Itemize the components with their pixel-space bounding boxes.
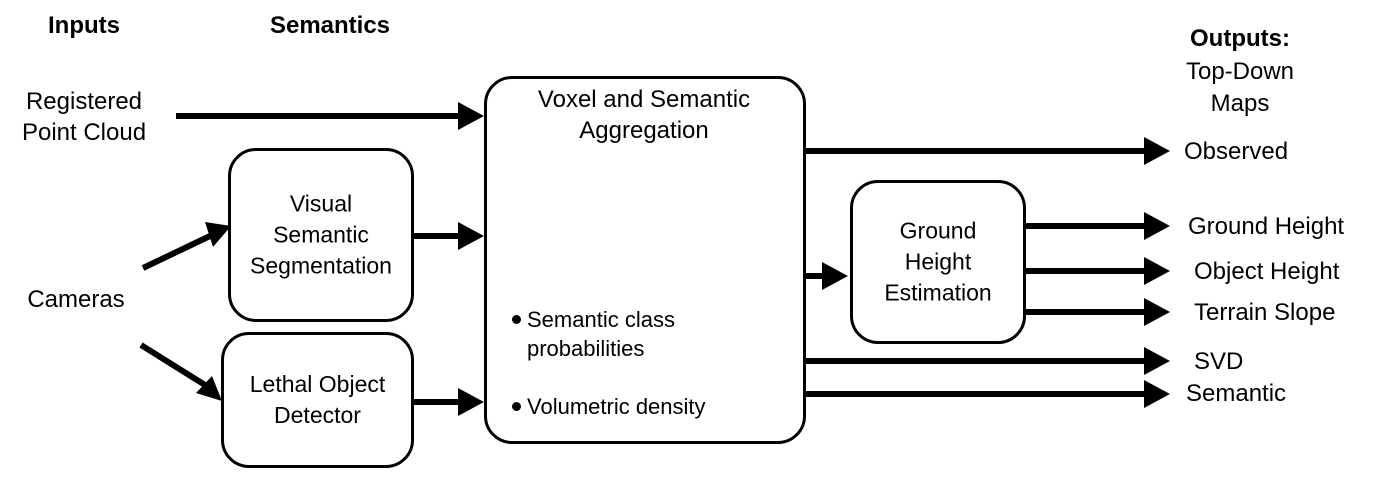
arrowhead-svd	[1144, 347, 1170, 375]
arrowhead-visual	[458, 222, 484, 250]
bullet-volumetric-density-text: Volumetric density	[527, 394, 706, 419]
arrowhead-lethal	[458, 388, 484, 416]
visual-label-line2: Semantic	[273, 221, 369, 248]
header-outputs: Outputs:	[1190, 25, 1290, 52]
bullet-volumetric-density: Volumetric density	[512, 392, 706, 421]
voxel-semantic-aggregation-box	[484, 76, 806, 444]
arrowhead-ground-height	[1144, 212, 1170, 240]
header-outputs-sub1: Top-Down	[1185, 58, 1295, 85]
output-observed: Observed	[1184, 138, 1289, 165]
header-inputs: Inputs	[48, 12, 120, 39]
lethal-label-line2: Detector	[274, 402, 361, 428]
ground-label-line3: Estimation	[884, 279, 992, 306]
bullet-semantic-class-line1: Semantic class	[527, 307, 675, 332]
ground-height-estimation-box: Ground Height Estimation	[850, 180, 1026, 344]
header-outputs-sub2: Maps	[1210, 90, 1270, 117]
output-svd: SVD	[1194, 348, 1244, 375]
ground-label-line2: Height	[904, 248, 972, 275]
visual-label-line1: Visual	[289, 190, 353, 217]
aggregation-title-line2: Aggregation	[579, 117, 709, 144]
output-object-height: Object Height	[1194, 258, 1340, 285]
lethal-object-detector-box: Lethal Object Detector	[221, 332, 414, 468]
lethal-label-line1: Lethal Object	[249, 371, 386, 397]
arrowhead-terrain-slope	[1144, 298, 1170, 326]
arrow-cameras-to-visual	[141, 233, 212, 271]
input-point-cloud-line1: Registered	[25, 88, 143, 115]
ground-label-line1: Ground	[899, 217, 977, 244]
input-cameras: Cameras	[27, 286, 125, 313]
arrowhead-semantic	[1144, 380, 1170, 408]
output-terrain-slope: Terrain Slope	[1194, 299, 1336, 326]
output-semantic: Semantic	[1186, 380, 1287, 407]
visual-label-line3: Segmentation	[250, 252, 392, 279]
aggregation-title-line1: Voxel and Semantic	[537, 86, 751, 113]
arrowhead-cameras-visual	[205, 222, 231, 247]
arrowhead-object-height	[1144, 257, 1170, 285]
arrowhead-cameras-lethal	[196, 376, 222, 401]
output-ground-height: Ground Height	[1188, 213, 1345, 240]
bullet-semantic-class: Semantic class	[512, 305, 675, 334]
bullet-dot-icon	[512, 401, 521, 411]
visual-semantic-segmentation-box: Visual Semantic Segmentation	[228, 148, 414, 322]
input-point-cloud-line2: Point Cloud	[21, 119, 147, 146]
arrowhead-pointcloud	[458, 102, 484, 130]
bullet-semantic-class-line2: probabilities	[527, 336, 645, 361]
arrowhead-observed	[1144, 137, 1170, 165]
arrow-cameras-to-lethal	[139, 342, 207, 388]
header-semantics: Semantics	[269, 12, 391, 39]
arrowhead-ground-estimation	[822, 262, 848, 290]
bullet-dot-icon	[512, 314, 521, 324]
